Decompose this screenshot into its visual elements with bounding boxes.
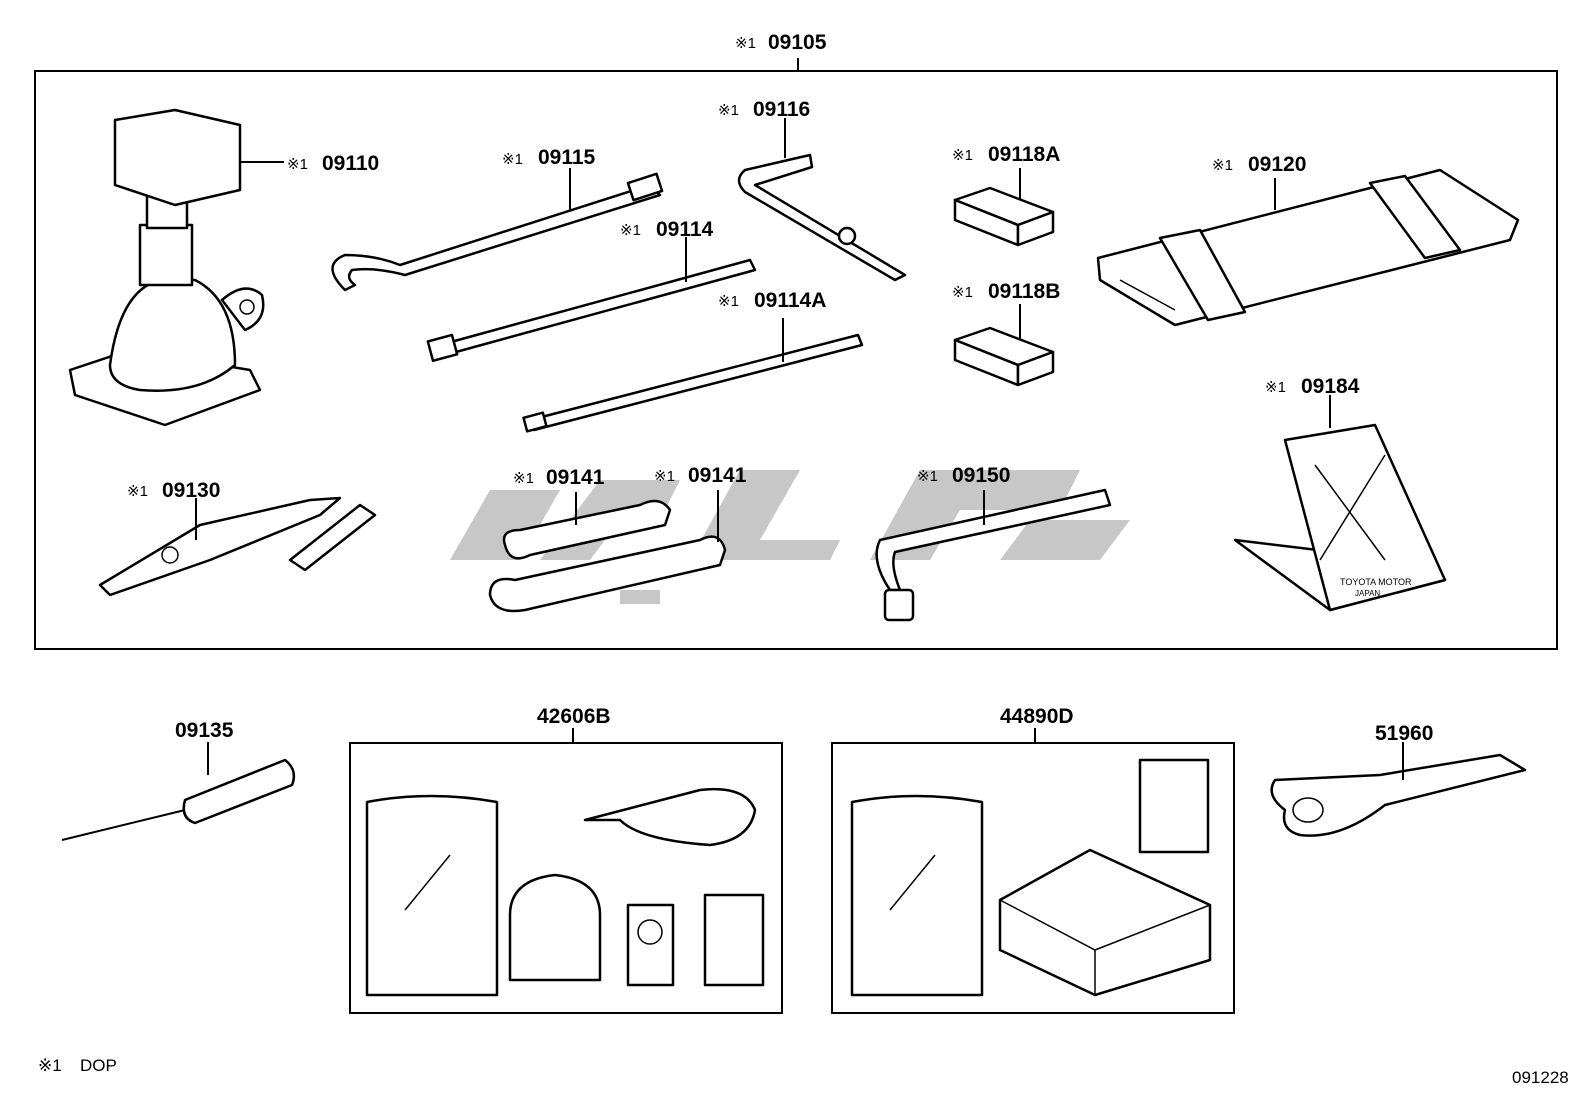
svg-text:※1: ※1 bbox=[735, 35, 756, 52]
block-a-illustration bbox=[953, 186, 1055, 247]
svg-text:※1: ※1 bbox=[287, 156, 308, 173]
label-51960: 51960 bbox=[1375, 722, 1433, 745]
label-09135: 09135 bbox=[175, 719, 234, 742]
svg-text:42606B: 42606B bbox=[537, 705, 611, 728]
pliers-illustration bbox=[98, 496, 377, 597]
extension-rod-illustration bbox=[426, 258, 757, 363]
tool-bag-illustration bbox=[1096, 168, 1520, 327]
lug-wrench-illustration bbox=[875, 488, 1112, 622]
kit-42606B-frame bbox=[349, 742, 783, 1014]
svg-text:※1: ※1 bbox=[654, 468, 675, 485]
svg-text:51960: 51960 bbox=[1375, 722, 1433, 745]
towing-eye-illustration bbox=[1270, 753, 1527, 837]
group-label: ※1 09105 bbox=[735, 31, 827, 54]
kit-42606B-contents bbox=[365, 788, 765, 997]
block-b-illustration bbox=[953, 326, 1055, 387]
svg-text:09114A: 09114A bbox=[754, 289, 826, 312]
wheel-chock-illustration: TOYOTA MOTOR JAPAN bbox=[1233, 423, 1447, 612]
screwdriver-illustration bbox=[61, 758, 296, 841]
footnote: ※1 DOP bbox=[38, 1056, 117, 1075]
chock-text-line2: JAPAN bbox=[1355, 589, 1380, 598]
svg-text:09110: 09110 bbox=[322, 152, 379, 175]
svg-text:※1: ※1 bbox=[952, 147, 973, 164]
label-09184: ※1 09184 bbox=[1265, 375, 1360, 398]
crank-handle-illustration bbox=[737, 153, 907, 282]
svg-text:09105: 09105 bbox=[768, 31, 827, 54]
kit-44890D-contents bbox=[850, 758, 1212, 997]
svg-text:※1: ※1 bbox=[620, 222, 641, 239]
label-09141-a: ※1 09141 bbox=[513, 466, 605, 489]
svg-text:44890D: 44890D bbox=[1000, 705, 1074, 728]
svg-text:09150: 09150 bbox=[952, 464, 1010, 487]
svg-text:※1: ※1 bbox=[1265, 379, 1286, 396]
svg-text:09118B: 09118B bbox=[988, 280, 1060, 303]
svg-text:※1: ※1 bbox=[952, 284, 973, 301]
svg-text:09141: 09141 bbox=[546, 466, 605, 489]
wrench-small-illustration bbox=[502, 499, 672, 560]
svg-text:09118A: 09118A bbox=[988, 143, 1060, 166]
label-44890D: 44890D bbox=[1000, 705, 1074, 728]
label-09130: ※1 09130 bbox=[127, 479, 220, 502]
label-09116: ※1 09116 bbox=[718, 98, 810, 121]
label-09141-b: ※1 09141 bbox=[654, 464, 747, 487]
svg-text:※1: ※1 bbox=[127, 483, 148, 500]
label-09114: ※1 09114 bbox=[620, 218, 714, 241]
jack-illustration bbox=[68, 108, 265, 427]
label-09118B: ※1 09118B bbox=[952, 280, 1060, 303]
hook-rod-illustration bbox=[331, 172, 664, 292]
diagram-code: 091228 bbox=[1512, 1068, 1569, 1087]
svg-text:09120: 09120 bbox=[1248, 153, 1306, 176]
svg-text:09115: 09115 bbox=[538, 146, 596, 169]
svg-text:※1: ※1 bbox=[1212, 157, 1233, 174]
svg-text:09114: 09114 bbox=[656, 218, 714, 241]
label-09118A: ※1 09118A bbox=[952, 143, 1060, 166]
svg-text:※1: ※1 bbox=[502, 151, 523, 168]
svg-text:※1: ※1 bbox=[38, 1056, 62, 1075]
svg-text:09135: 09135 bbox=[175, 719, 234, 742]
label-09115: ※1 09115 bbox=[502, 146, 596, 169]
svg-text:※1: ※1 bbox=[718, 293, 739, 310]
extension-rod-a-illustration bbox=[522, 333, 864, 433]
svg-text:09141: 09141 bbox=[688, 464, 747, 487]
label-42606B: 42606B bbox=[537, 705, 611, 728]
chock-text-line1: TOYOTA MOTOR bbox=[1340, 577, 1412, 587]
svg-text:DOP: DOP bbox=[80, 1056, 117, 1075]
svg-text:※1: ※1 bbox=[513, 470, 534, 487]
group-frame bbox=[34, 70, 1558, 650]
svg-text:※1: ※1 bbox=[718, 102, 739, 119]
label-09114A: ※1 09114A bbox=[718, 289, 826, 312]
svg-text:09184: 09184 bbox=[1301, 375, 1360, 398]
svg-text:09116: 09116 bbox=[753, 98, 810, 121]
label-09110: ※1 09110 bbox=[287, 152, 379, 175]
svg-text:09130: 09130 bbox=[162, 479, 220, 502]
svg-text:※1: ※1 bbox=[917, 468, 938, 485]
kit-44890D-frame bbox=[831, 742, 1235, 1014]
label-09150: ※1 09150 bbox=[917, 464, 1010, 487]
label-09120: ※1 09120 bbox=[1212, 153, 1306, 176]
